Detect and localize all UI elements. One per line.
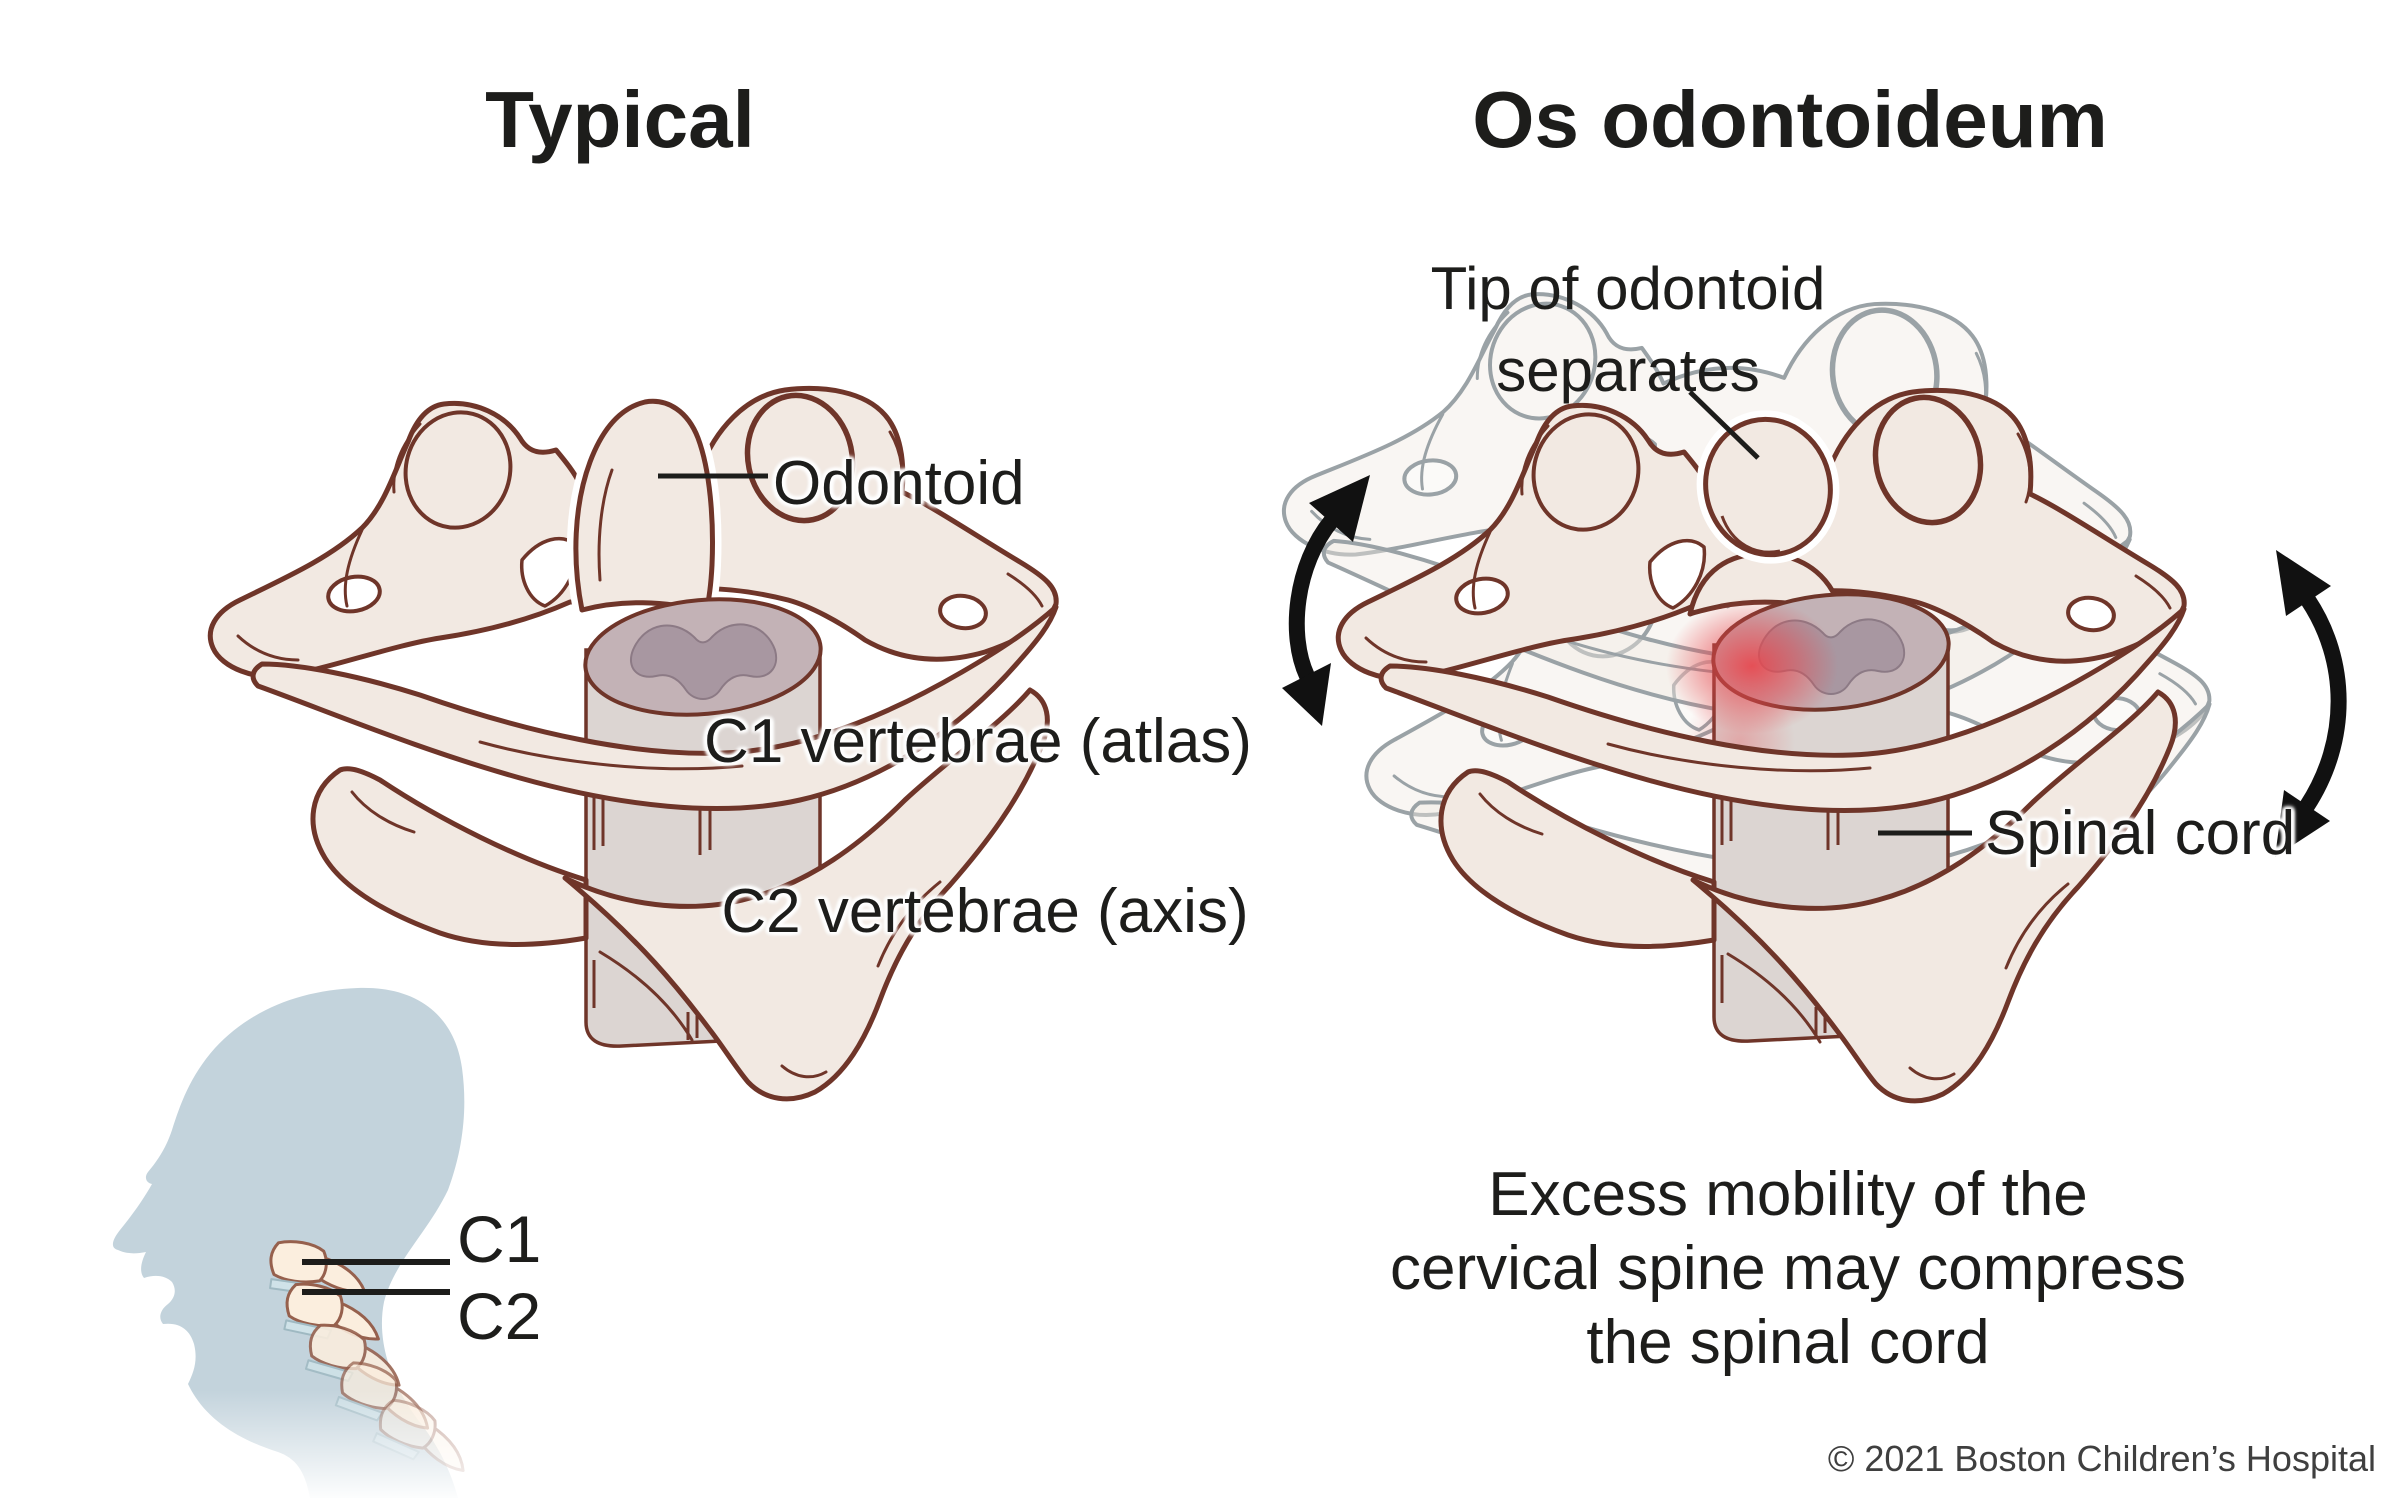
spinal-cord-label: Spinal cord <box>1985 799 2296 868</box>
caption-line3: the spinal cord <box>1586 1308 1990 1377</box>
inset-c2-label: C2 <box>457 1279 542 1353</box>
inset-cervical-spine <box>269 1240 485 1484</box>
c1-vertebrae-label: C1 vertebrae (atlas) <box>704 707 1252 776</box>
tip-of-odontoid-label: Tip of odontoid separates <box>1431 248 1826 412</box>
caption-line2: cervical spine may compress <box>1390 1234 2186 1303</box>
typical-odontoid-process <box>576 401 713 612</box>
separated-odontoid-tip <box>1696 410 1840 564</box>
mobility-arrow-right-icon <box>2275 550 2347 857</box>
mobility-arrow-left-icon <box>1282 475 1370 726</box>
inset-bottom-fade <box>50 1390 730 1498</box>
odontoid-label: Odontoid <box>773 449 1025 518</box>
os-odontoideum-heading: Os odontoideum <box>1472 75 2108 164</box>
excess-mobility-caption: Excess mobility of the cervical spine ma… <box>1390 1158 2186 1380</box>
tip-of-odontoid-leader-line <box>1688 390 1760 460</box>
copyright-notice: © 2021 Boston Children’s Hospital <box>1827 1438 2376 1479</box>
head-profile-inset <box>50 987 730 1498</box>
inset-c1-label: C1 <box>457 1202 542 1276</box>
os-odontoideum-illustration <box>1272 260 2347 1101</box>
typical-heading: Typical <box>485 75 755 164</box>
tip-of-odontoid-label-line1: Tip of odontoid <box>1430 255 1826 322</box>
caption-line1: Excess mobility of the <box>1488 1160 2088 1229</box>
tip-of-odontoid-label-line2: separates <box>1496 337 1760 404</box>
c2-vertebrae-label: C2 vertebrae (axis) <box>721 877 1249 946</box>
